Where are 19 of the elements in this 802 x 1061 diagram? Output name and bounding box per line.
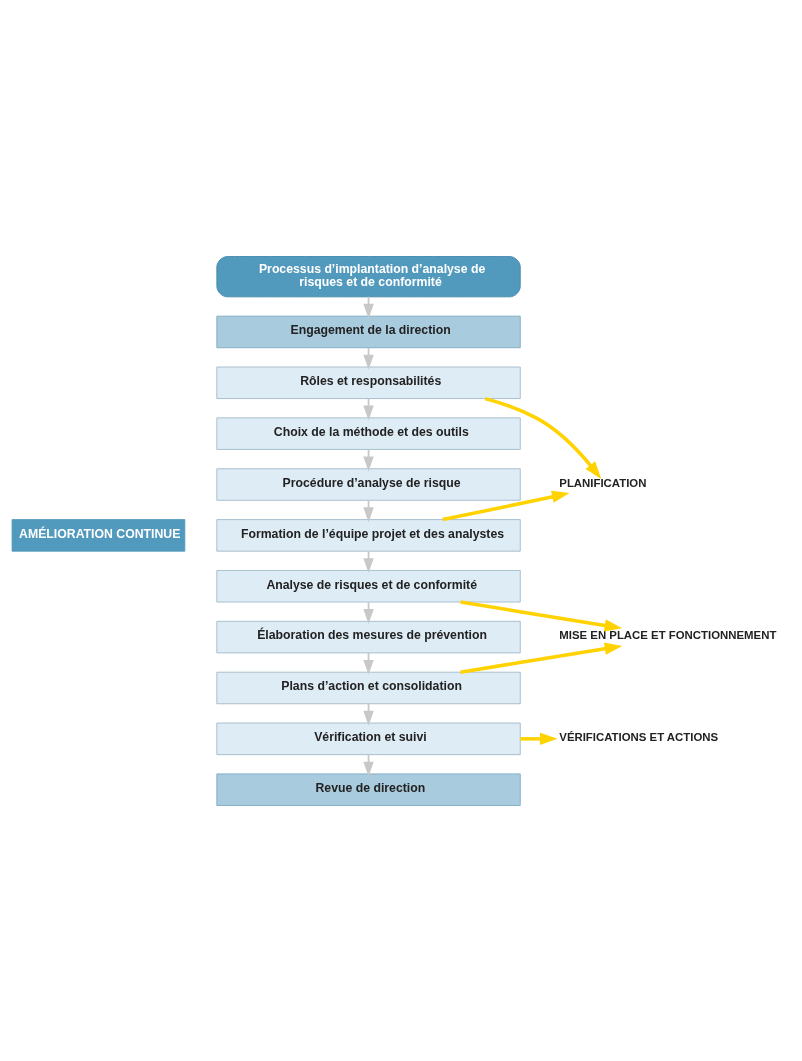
node-box: Élaboration des mesures de prévention [216,620,521,653]
arrow [460,642,623,674]
node-box: Vérification et suivi [216,722,521,755]
node-box: Engagement de la direction [216,315,521,348]
node-text: MISE EN PLACE ET FONCTIONNEMENT [559,628,777,641]
node-box: AMÉLIORATION CONTINUE [11,518,186,552]
node-box: Formation de l’équipe projet et des analystes [216,518,521,552]
arrow [460,599,623,632]
node-box: Rôles et responsabilités [216,366,521,399]
node-box: Procédure d’analyse de risque [216,467,521,501]
arrow [520,732,558,745]
arrow [442,490,570,521]
node-box: Revue de direction [216,772,521,806]
node-box: Processus d’implantation d’analyse de risques et de conformité [216,255,521,297]
node-text: VÉRIFICATIONS ET ACTIONS [559,730,719,743]
node-box: Plans d’action et consolidation [216,671,521,704]
node-text: PLANIFICATION [559,476,647,489]
node-box: Analyse de risques et de conformité [216,569,521,602]
node-box: Choix de la méthode et des outils [216,416,521,450]
